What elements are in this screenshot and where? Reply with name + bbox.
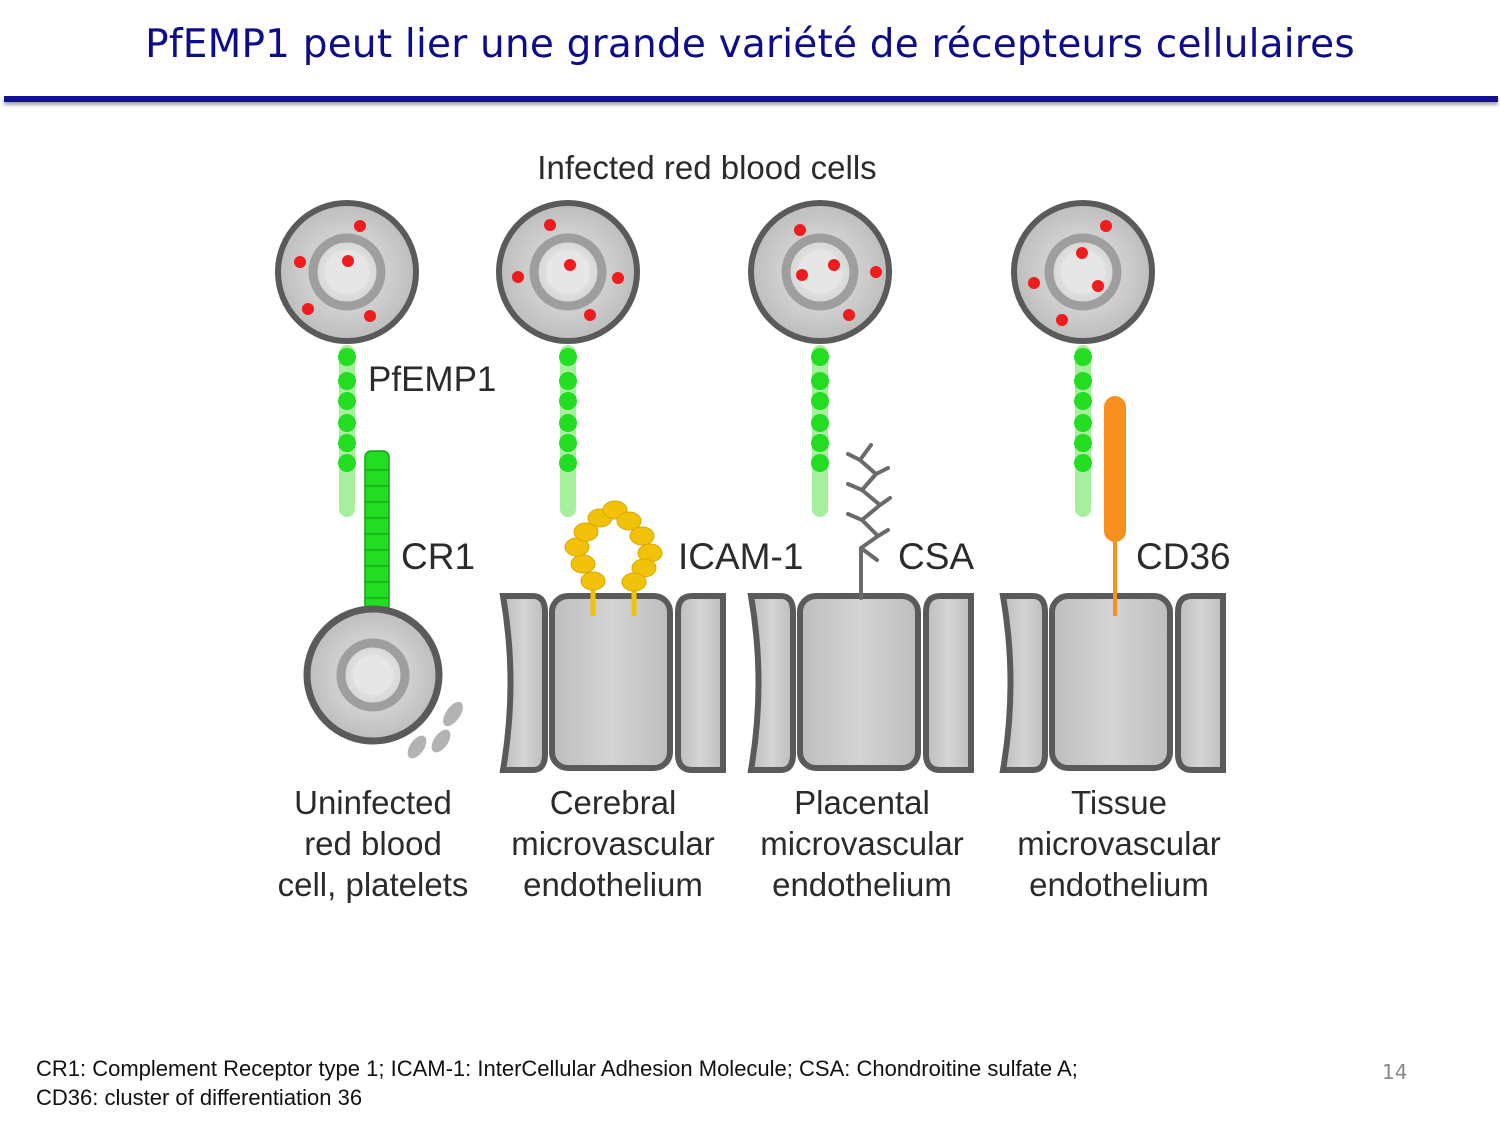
icam1-label: ICAM-1 <box>678 536 803 577</box>
parasite-dots <box>794 224 882 321</box>
cr1-receptor <box>364 450 390 612</box>
page-number: 14 <box>1382 1060 1408 1084</box>
pfemp1-label: PfEMP1 <box>368 360 496 399</box>
pfemp1-chain-1 <box>338 345 356 517</box>
parasite-dots <box>1028 220 1112 326</box>
pfemp1-chain-2 <box>559 345 577 517</box>
target-3-line-1: Placental <box>794 784 930 821</box>
infected-rbc-2 <box>496 200 640 344</box>
csa-receptor <box>846 443 892 600</box>
footnote-line-1: CR1: Complement Receptor type 1; ICAM-1:… <box>36 1056 1078 1081</box>
target-1-line-2: red blood <box>304 825 442 862</box>
csa-label: CSA <box>898 536 974 577</box>
target-2-line-1: Cerebral <box>550 784 677 821</box>
target-3-line-3: endothelium <box>772 866 952 903</box>
infected-rbc-3 <box>748 200 892 344</box>
uninfected-rbc <box>303 605 443 745</box>
target-4-line-3: endothelium <box>1029 866 1209 903</box>
target-1-line-1: Uninfected <box>294 784 452 821</box>
cd36-receptor <box>1104 396 1126 616</box>
target-2-line-3: endothelium <box>523 866 703 903</box>
slide-title: PfEMP1 peut lier une grande variété de r… <box>145 22 1355 67</box>
target-2-line-2: microvascular <box>511 825 715 862</box>
target-3-line-2: microvascular <box>760 825 964 862</box>
target-4-line-1: Tissue <box>1071 784 1167 821</box>
title-underline <box>4 96 1498 102</box>
target-labels: Uninfected red blood cell, platelets Cer… <box>278 784 1221 903</box>
cr1-label: CR1 <box>401 536 475 577</box>
cerebral-endothelium <box>499 593 726 773</box>
cd36-label: CD36 <box>1136 536 1231 577</box>
pfemp1-chain-4 <box>1074 345 1092 517</box>
target-1-line-3: cell, platelets <box>278 866 469 903</box>
icam1-receptor <box>564 500 663 616</box>
platelets <box>407 701 463 759</box>
parasite-dots <box>512 219 624 321</box>
tissue-endothelium <box>999 593 1226 773</box>
infected-rbc-4 <box>1011 200 1155 344</box>
footnote: CR1: Complement Receptor type 1; ICAM-1:… <box>36 1054 1296 1112</box>
target-4-line-2: microvascular <box>1017 825 1221 862</box>
infected-rbc-heading: Infected red blood cells <box>537 149 876 186</box>
infected-rbc-1 <box>275 200 419 344</box>
pfemp1-chain-3 <box>811 345 829 517</box>
footnote-line-2: CD36: cluster of differentiation 36 <box>36 1085 363 1110</box>
parasite-dots <box>294 220 376 322</box>
placental-endothelium <box>747 593 974 773</box>
